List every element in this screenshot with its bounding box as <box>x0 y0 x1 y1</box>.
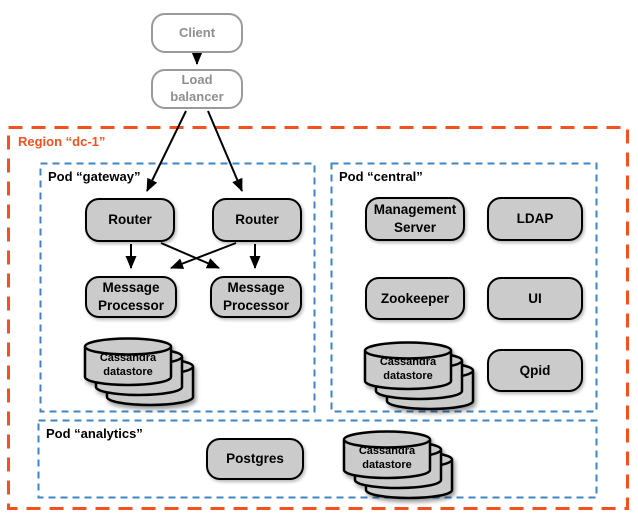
node-label: Processor <box>97 298 165 313</box>
arrow-loadbalancer-to-router1 <box>146 110 187 192</box>
arrow-router2-to-mp1 <box>170 242 237 269</box>
load-balancer-node: Load balancer <box>151 69 243 109</box>
pod-central-label: Pod “central” <box>339 169 423 184</box>
ldap-node: LDAP <box>487 197 583 241</box>
node-label: Router <box>235 212 279 228</box>
arrow-router1-to-mp2 <box>160 242 220 269</box>
node-label: Client <box>178 24 216 40</box>
pod-gateway-label: Pod “gateway” <box>48 169 141 184</box>
region-dc1-label: Region “dc-1” <box>18 134 106 149</box>
arrow-loadbalancer-to-router2 <box>207 110 243 192</box>
cylinder-icon <box>342 430 432 480</box>
node-label: Cassandra datastore <box>99 352 157 379</box>
ui-node: UI <box>487 277 583 320</box>
pod-analytics-border <box>37 419 598 499</box>
node-label: LDAP <box>516 211 554 227</box>
node-label: UI <box>528 290 542 306</box>
node-label: Qpid <box>519 362 551 378</box>
zookeeper-node: Zookeeper <box>365 277 465 320</box>
cassandra-datastore-gateway: Cassandra datastore <box>83 337 195 409</box>
node-label: Message <box>102 280 160 296</box>
pod-analytics-label: Pod “analytics” <box>46 426 143 441</box>
node-label: Management <box>373 202 457 218</box>
router-1-node: Router <box>85 198 175 242</box>
pod-gateway-border <box>39 162 316 413</box>
node-label: Postgres <box>226 451 284 467</box>
node-label: Message <box>227 280 285 296</box>
node-label: Processor <box>222 298 290 313</box>
node-label: Load balancer <box>170 72 224 104</box>
management-server-node: Management Server <box>365 197 465 241</box>
qpid-node: Qpid <box>487 349 583 392</box>
client-node: Client <box>151 13 243 53</box>
pod-central-border <box>330 162 598 413</box>
router-2-node: Router <box>212 198 302 242</box>
cylinder-icon <box>83 337 173 387</box>
node-label: Cassandra datastore <box>358 445 416 472</box>
message-processor-1-node: Message Processor <box>85 276 177 318</box>
node-label: Cassandra datastore <box>379 356 437 383</box>
cylinder-icon <box>363 341 453 391</box>
message-processor-2-node: Message Processor <box>210 276 302 318</box>
node-label: Server <box>393 220 437 235</box>
cassandra-datastore-analytics: Cassandra datastore <box>342 430 454 502</box>
node-label: Router <box>108 212 152 228</box>
region-dc1-border <box>7 126 629 510</box>
postgres-node: Postgres <box>206 438 304 480</box>
cassandra-datastore-central: Cassandra datastore <box>363 341 475 413</box>
node-label: Zookeeper <box>380 290 450 306</box>
